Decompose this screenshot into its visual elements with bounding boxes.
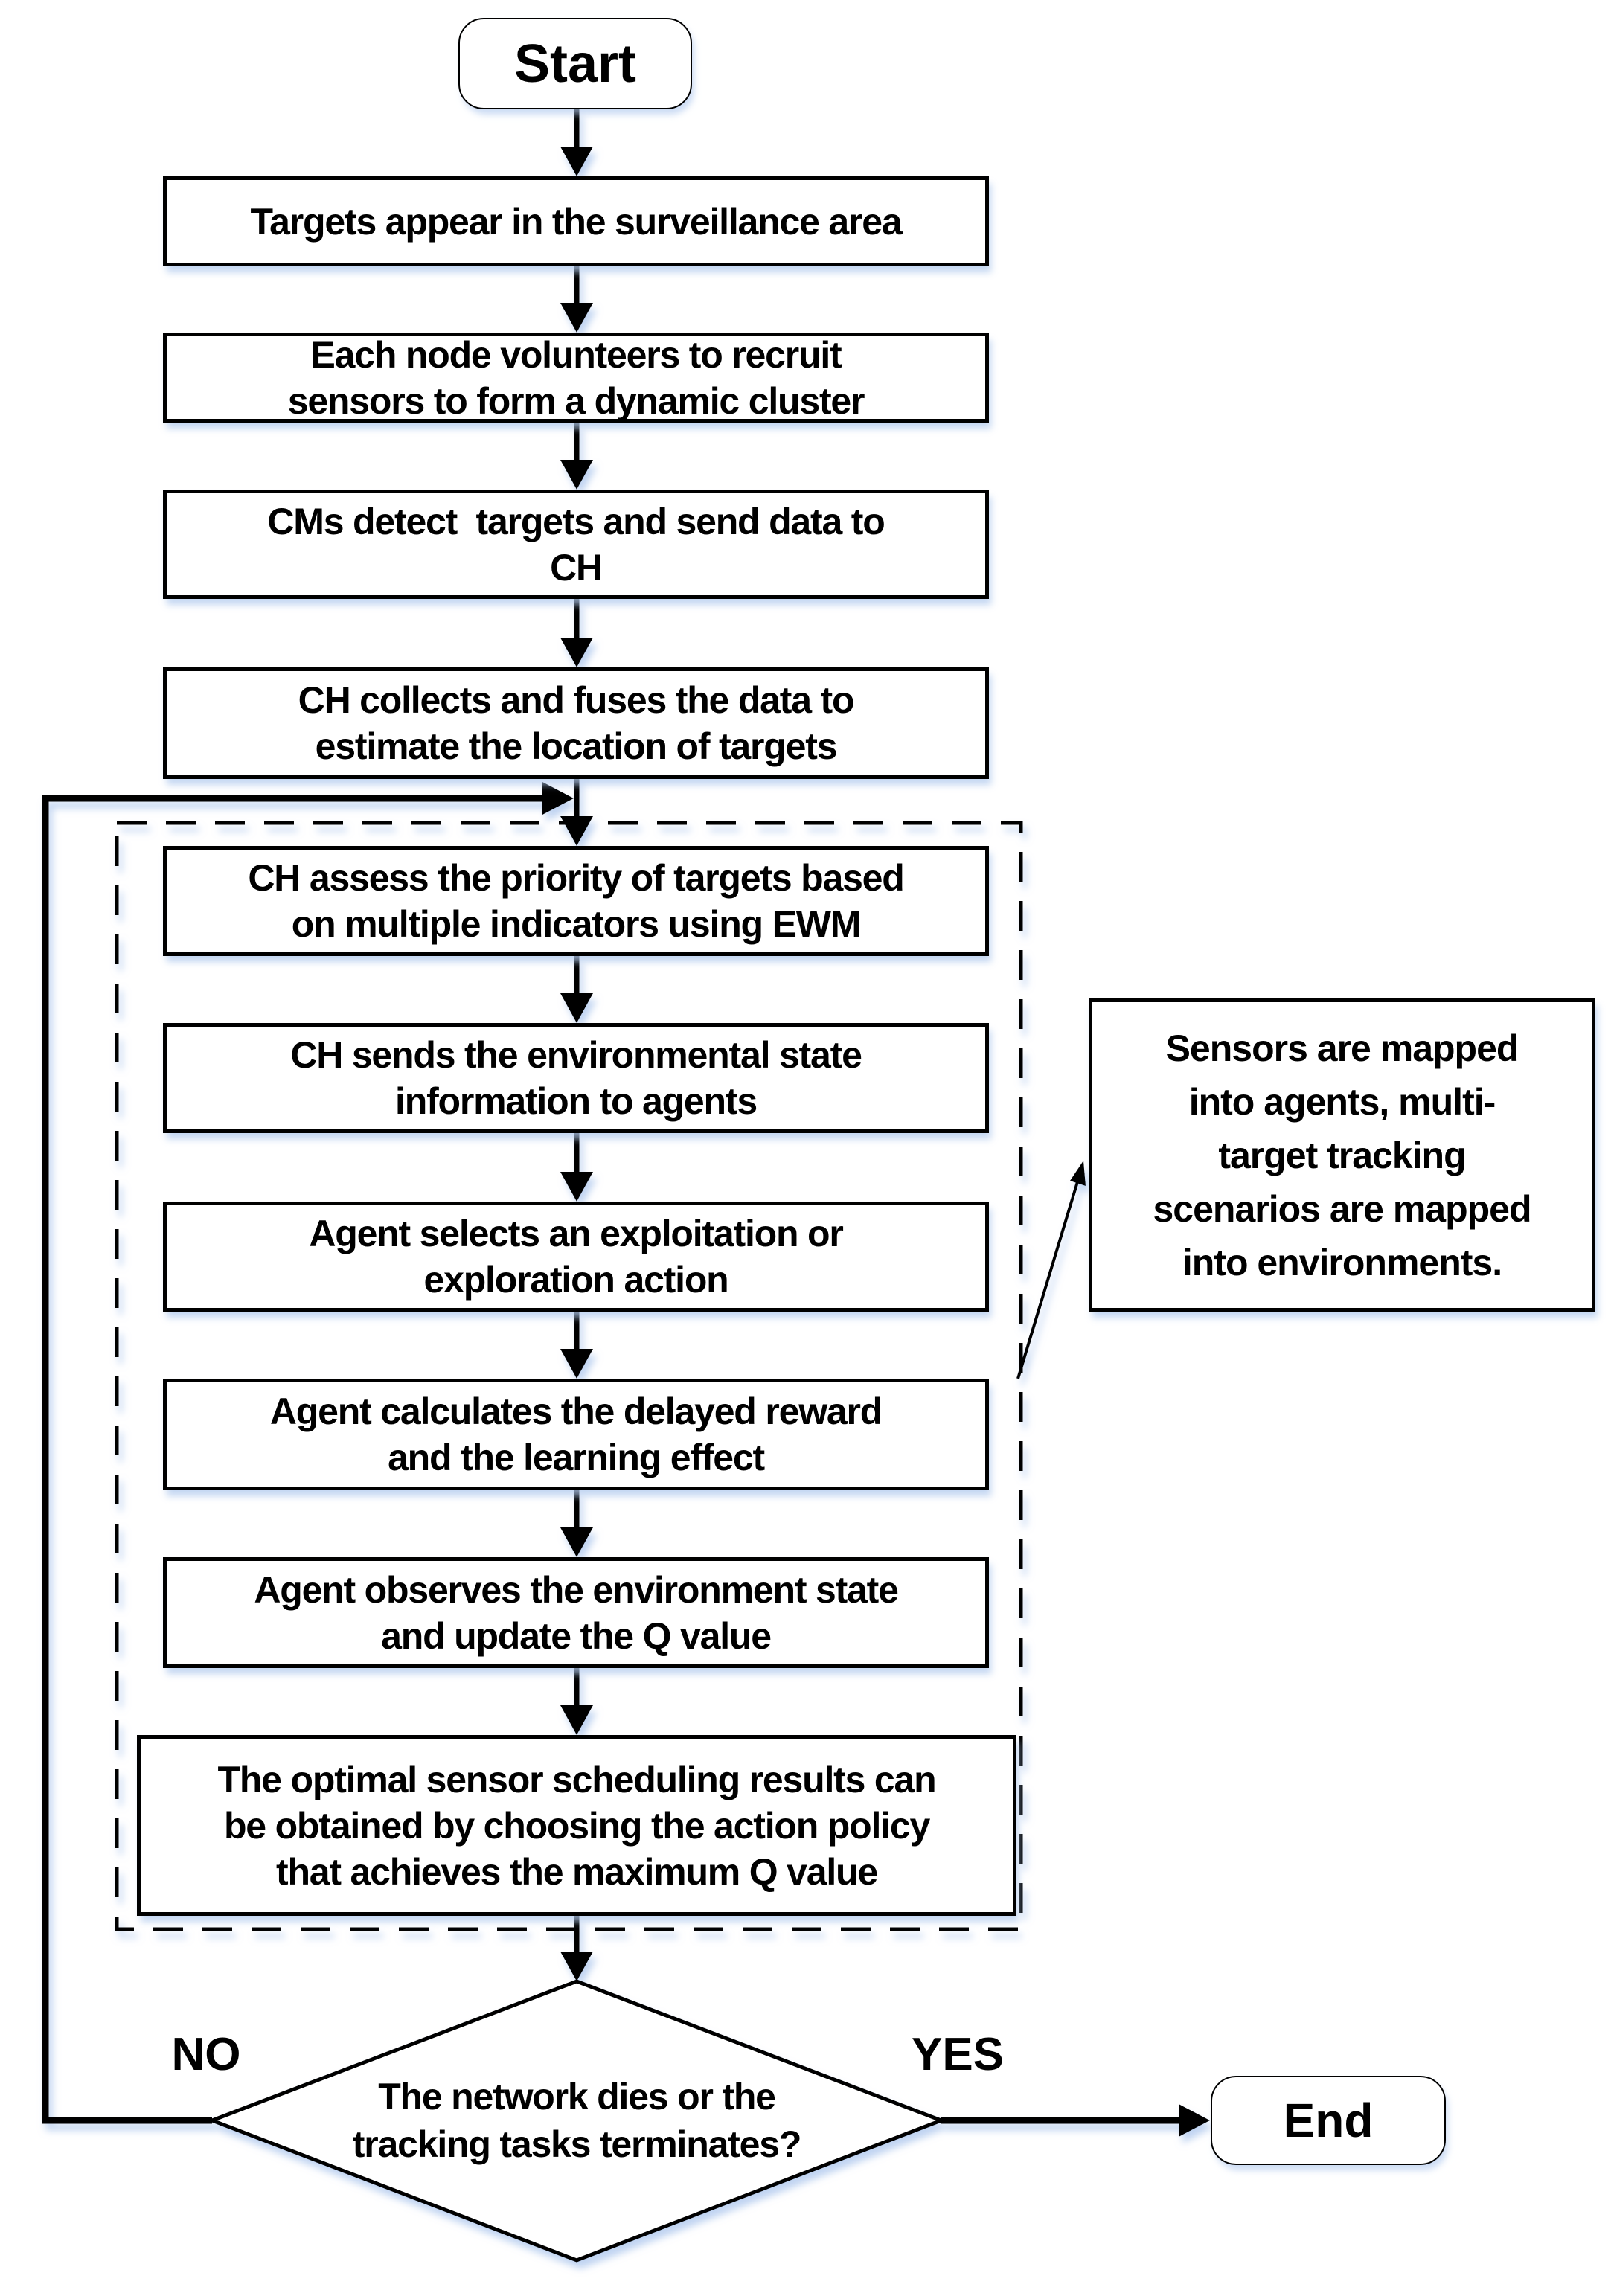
arrow-loop6-to-decision — [560, 1916, 593, 1981]
arrow-step2-to-step3 — [560, 423, 593, 490]
no-loopback-connector — [42, 782, 574, 2124]
arrow-start-to-step1 — [560, 109, 593, 176]
yes-connector — [941, 2104, 1210, 2137]
decision-text: The network dies or the tracking tasks t… — [352, 2076, 802, 2165]
loop-step-agent-observes: Agent observes the environment state and… — [163, 1557, 989, 1668]
loop-step-ch-assess: CH assess the priority of targets based … — [163, 846, 989, 956]
step-ch-collects: CH collects and fuses the data to estima… — [163, 667, 989, 779]
arrow-loop5-to-loop6 — [560, 1668, 593, 1735]
arrow-loop1-to-loop2 — [560, 956, 593, 1023]
decision-diamond — [207, 1979, 947, 2263]
arrow-loop2-to-loop3 — [560, 1133, 593, 1202]
no-label: NO — [171, 2029, 241, 2080]
arrow-loop4-to-loop5 — [560, 1490, 593, 1557]
note-box: Sensors are mapped into agents, multi- t… — [1089, 998, 1595, 1312]
loop-step-ch-sends: CH sends the environmental state informa… — [163, 1023, 989, 1133]
step-cms-detect: CMs detect targets and send data to CH — [163, 490, 989, 599]
arrow-step1-to-step2 — [560, 266, 593, 333]
step-nodes-volunteer: Each node volunteers to recruit sensors … — [163, 333, 989, 423]
arrow-step4-to-loop1 — [560, 776, 593, 846]
end-node: End — [1211, 2076, 1446, 2165]
yes-label: YES — [911, 2029, 1005, 2080]
arrow-loop3-to-loop4 — [560, 1312, 593, 1379]
step-targets-appear: Targets appear in the surveillance area — [163, 176, 989, 266]
loop-step-agent-selects: Agent selects an exploitation or explora… — [163, 1202, 989, 1312]
loop-step-optimal-scheduling: The optimal sensor scheduling results ca… — [137, 1735, 1016, 1916]
note-arrow — [1016, 1161, 1086, 1379]
start-node: Start — [458, 18, 692, 109]
arrow-step3-to-step4 — [560, 599, 593, 667]
loop-step-agent-calculates: Agent calculates the delayed reward and … — [163, 1379, 989, 1490]
